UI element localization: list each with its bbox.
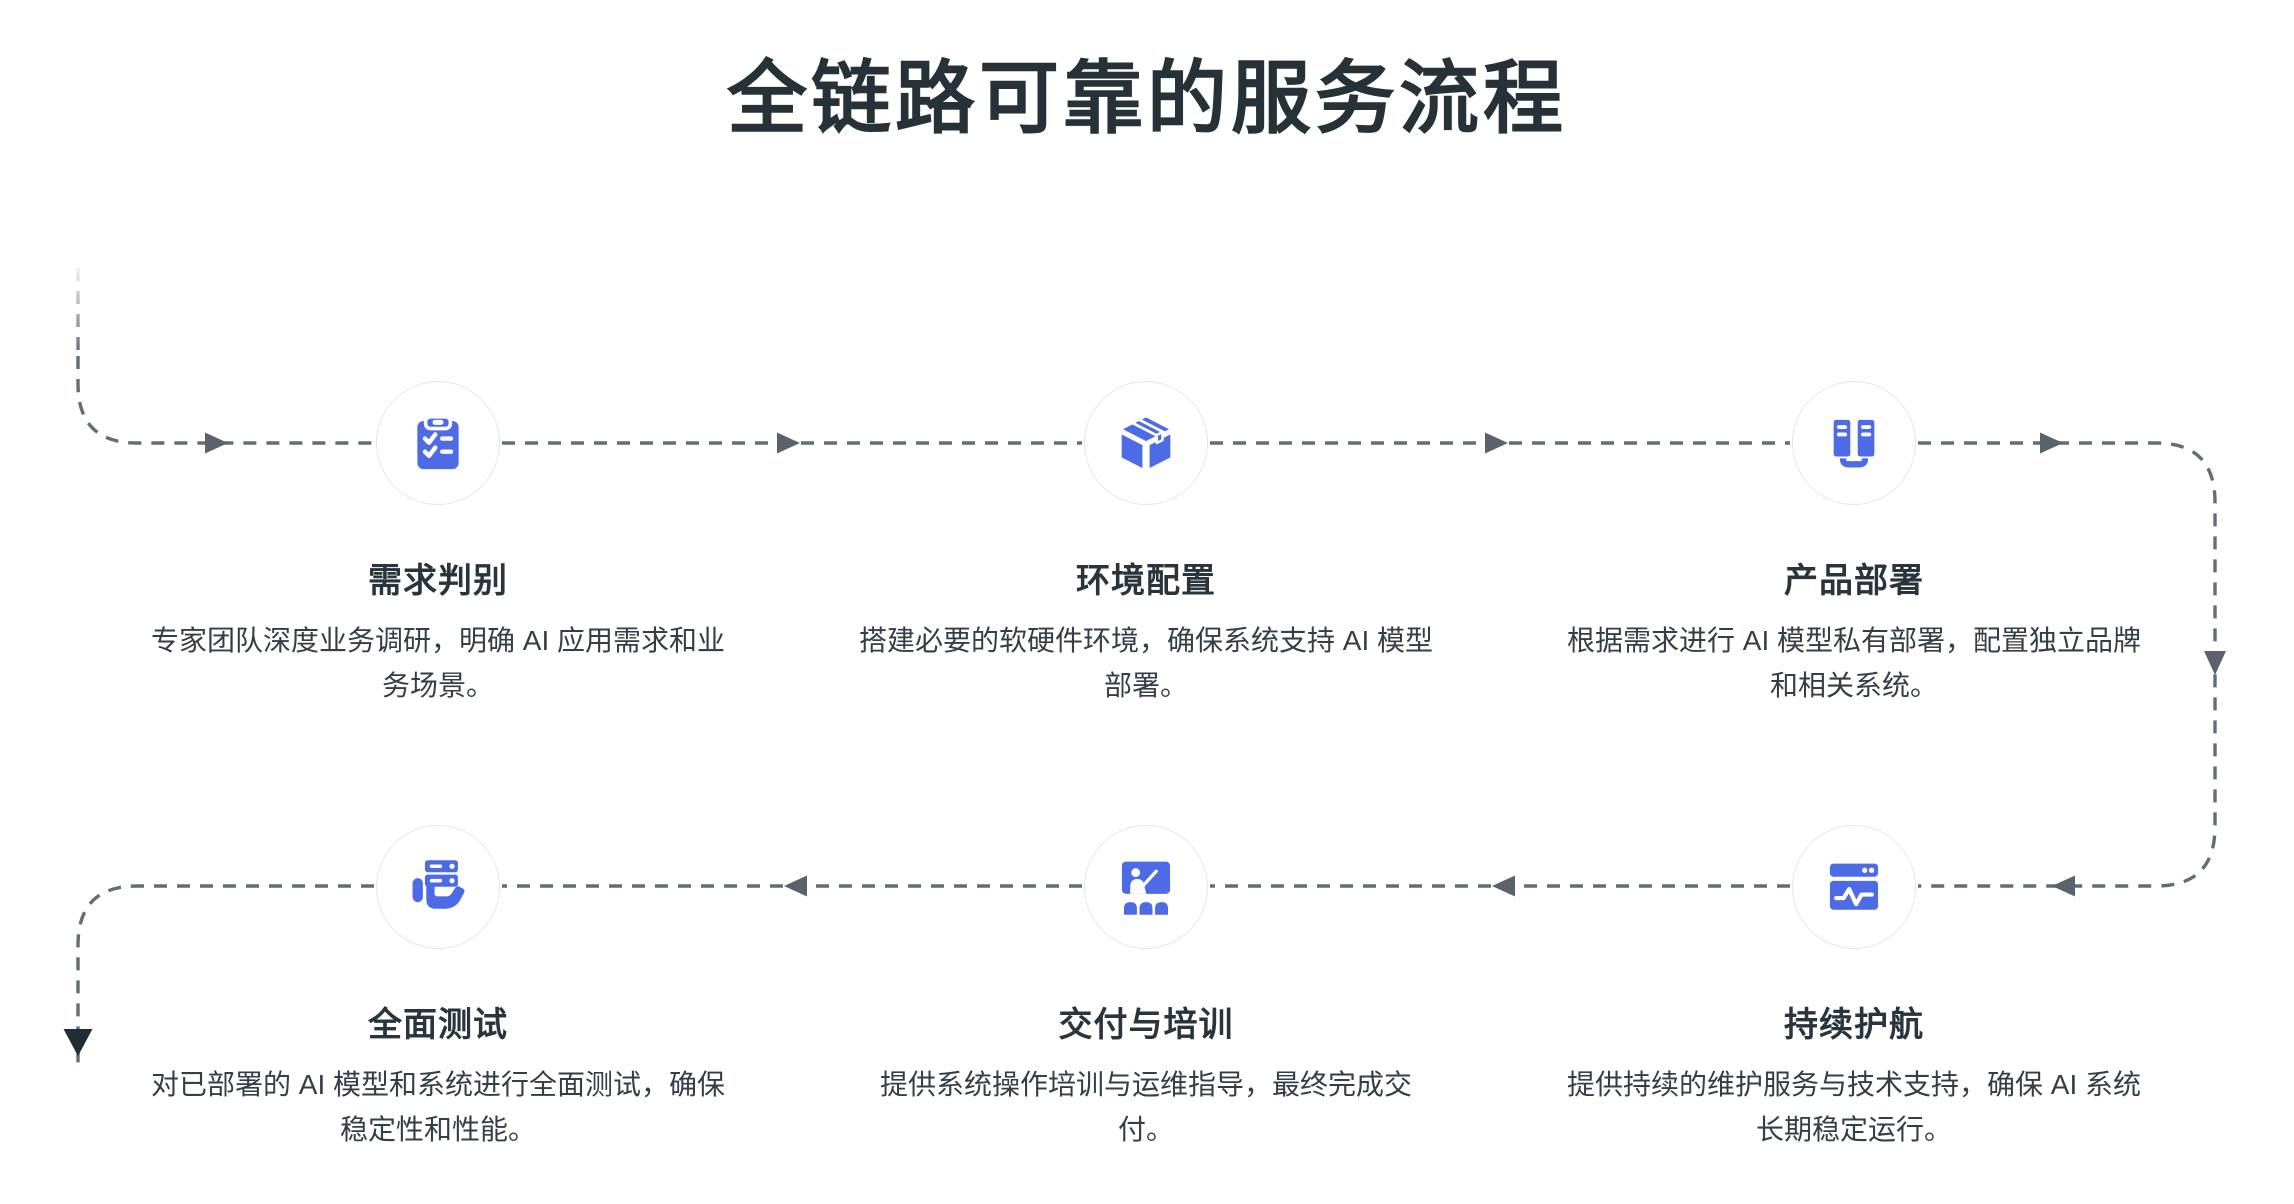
flow-start-curve-line — [76, 356, 374, 445]
server-rack-icon — [1831, 417, 1877, 471]
step-description: 对已部署的 AI 模型和系统进行全面测试，确保 稳定性和性能。 — [150, 1069, 726, 1145]
step-title: 交付与培训 — [1058, 1006, 1234, 1044]
step-description: 提供系统操作培训与运维指导，最终完成交 付。 — [879, 1069, 1412, 1145]
page-title: 全链路可靠的服务流程 — [727, 54, 1567, 143]
step-icon-circle — [1792, 825, 1916, 949]
arrow-right-icon — [1485, 432, 1508, 454]
clipboard-checklist-icon — [417, 415, 459, 470]
step-title: 产品部署 — [1784, 562, 1924, 600]
step-title: 需求判别 — [368, 562, 508, 600]
step-icon-circle — [376, 381, 500, 505]
step-card-5: 交付与培训 提供系统操作培训与运维指导，最终完成交 付。 — [836, 825, 1456, 1152]
step-icon-circle — [1084, 825, 1208, 949]
step-icon-circle — [1792, 381, 1916, 505]
hand-holding-server-icon — [412, 860, 465, 909]
step-description: 提供持续的维护服务与技术支持，确保 AI 系统 长期稳定运行。 — [1566, 1069, 2142, 1145]
flow-right-curve-line — [1918, 441, 2217, 888]
step-icon-circle — [376, 825, 500, 949]
arrow-down-end-icon — [63, 1029, 93, 1056]
arrow-left-icon — [2052, 875, 2075, 897]
step-description: 搭建必要的软硬件环境，确保系统支持 AI 模型 部署。 — [858, 625, 1434, 701]
step-title: 全面测试 — [368, 1006, 508, 1044]
arrow-left-icon — [1492, 875, 1515, 897]
flow-exit-curve-line — [76, 884, 374, 1066]
training-presentation-icon — [1121, 861, 1171, 915]
step-card-4: 全面测试 对已部署的 AI 模型和系统进行全面测试，确保 稳定性和性能。 — [128, 825, 748, 1152]
step-description: 根据需求进行 AI 模型私有部署，配置独立品牌 和相关系统。 — [1566, 625, 2142, 701]
arrow-right-icon — [2040, 432, 2063, 454]
arrow-right-icon — [777, 432, 800, 454]
step-card-2: 环境配置 搭建必要的软硬件环境，确保系统支持 AI 模型 部署。 — [836, 381, 1456, 708]
window-pulse-icon — [1829, 863, 1879, 910]
arrow-down-icon — [2204, 651, 2226, 675]
step-card-6: 持续护航 提供持续的维护服务与技术支持，确保 AI 系统 长期稳定运行。 — [1544, 825, 2164, 1152]
step-card-1: 需求判别 专家团队深度业务调研，明确 AI 应用需求和业 务场景。 — [128, 381, 748, 708]
step-description: 专家团队深度业务调研，明确 AI 应用需求和业 务场景。 — [150, 625, 726, 701]
step-icon-circle — [1084, 381, 1208, 505]
step-title: 持续护航 — [1784, 1006, 1924, 1044]
arrow-left-icon — [784, 875, 807, 897]
step-title: 环境配置 — [1076, 562, 1216, 600]
package-box-icon — [1119, 415, 1173, 471]
arrow-right-icon — [205, 432, 228, 454]
step-card-3: 产品部署 根据需求进行 AI 模型私有部署，配置独立品牌 和相关系统。 — [1544, 381, 2164, 708]
